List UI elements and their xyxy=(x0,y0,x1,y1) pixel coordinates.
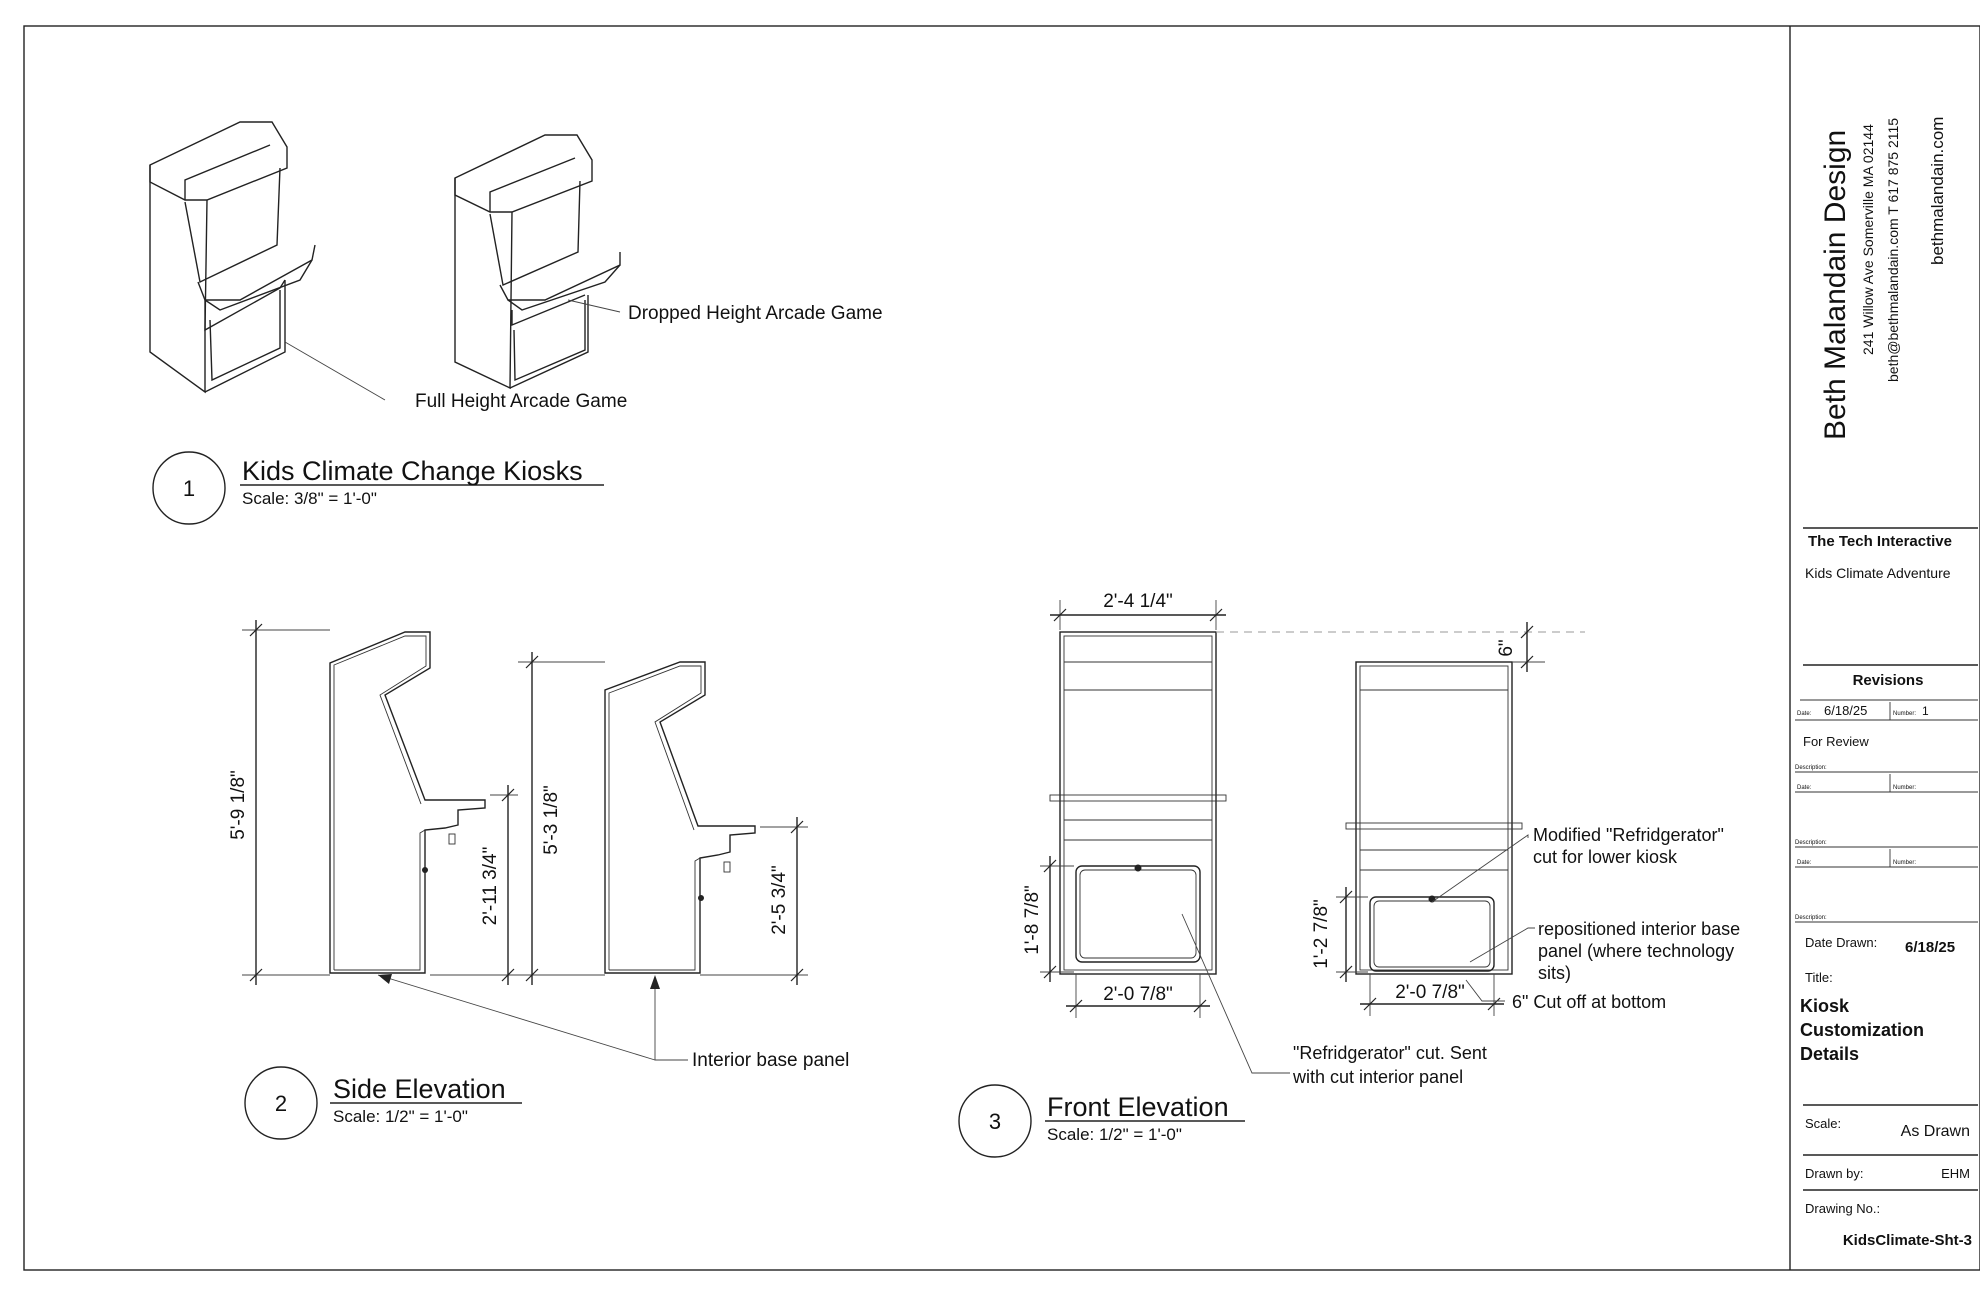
dim-side-dropped-height: 5'-3 1/8" xyxy=(541,785,562,855)
date-label-2: Date: xyxy=(1797,785,1812,791)
scale-value: As Drawn xyxy=(1901,1123,1970,1140)
rev-number-label: Number: xyxy=(1893,711,1916,717)
dim-front-dropped-panel-w: 2'-0 7/8" xyxy=(1395,982,1465,1003)
dim-front-full-panel-w: 2'-0 7/8" xyxy=(1103,984,1173,1005)
rev-description: For Review xyxy=(1803,734,1869,749)
callout-repositioned-2: panel (where technology xyxy=(1538,941,1734,961)
title-label: Title: xyxy=(1805,970,1833,985)
side-dimensions xyxy=(242,620,808,985)
number-label-2: Number: xyxy=(1893,785,1916,791)
callout-full-height: Full Height Arcade Game xyxy=(415,391,627,412)
desc-label-2: Description: xyxy=(1795,840,1827,846)
interior-base-leaders xyxy=(377,974,688,1061)
rev-date-label: Date: xyxy=(1797,711,1812,717)
drawn-by-label: Drawn by: xyxy=(1805,1166,1864,1181)
dropped-height-arcade-iso xyxy=(454,134,621,390)
dim-side-full-counter: 2'-11 3/4" xyxy=(480,847,501,926)
callout-dropped-height: Dropped Height Arcade Game xyxy=(628,303,883,324)
firm-address: 241 Willow Ave Somerville MA 02144 xyxy=(1860,124,1876,355)
front-elevation-full xyxy=(1049,631,1227,975)
callout-cut-off: 6" Cut off at bottom xyxy=(1512,992,1666,1012)
detail-bubble-1 xyxy=(152,451,226,525)
callout-repositioned-3: sits) xyxy=(1538,963,1571,983)
front-elevation-dropped xyxy=(1345,661,1523,975)
side-elevation-dropped xyxy=(604,661,756,974)
callout-refrig-cut-2: with cut interior panel xyxy=(1292,1067,1463,1087)
side-elevation-full xyxy=(329,631,486,974)
front-leaders xyxy=(1181,834,1535,1074)
date-drawn-label: Date Drawn: xyxy=(1805,935,1877,950)
firm-name: Beth Malandain Design xyxy=(1819,130,1852,440)
dim-front-dropped-panel-h: 1'-2 7/8" xyxy=(1311,899,1332,969)
dim-side-dropped-counter: 2'-5 3/4" xyxy=(769,865,790,935)
project-name: Kids Climate Adventure xyxy=(1805,565,1951,581)
drawn-by: EHM xyxy=(1941,1166,1970,1181)
detail-scale-3: Scale: 1/2" = 1'-0" xyxy=(1047,1125,1182,1144)
desc-label-3: Description: xyxy=(1795,915,1827,921)
firm-website: bethmalandain.com xyxy=(1928,117,1947,265)
desc-label-1: Description: xyxy=(1795,765,1827,771)
detail-title-1: Kids Climate Change Kiosks xyxy=(242,456,583,486)
detail-number-2: 2 xyxy=(275,1091,287,1116)
callout-modified-2: cut for lower kiosk xyxy=(1533,847,1678,867)
dim-front-offset: 6" xyxy=(1496,639,1517,656)
detail-scale-1: Scale: 3/8" = 1'-0" xyxy=(242,489,377,508)
sheet-border xyxy=(23,25,1980,1271)
rev-date: 6/18/25 xyxy=(1824,703,1867,718)
drawing-no-label: Drawing No.: xyxy=(1805,1201,1880,1216)
full-height-arcade-iso xyxy=(149,121,386,401)
sheet-title-2: Customization xyxy=(1800,1020,1924,1040)
callout-interior-base: Interior base panel xyxy=(692,1050,849,1071)
callout-refrig-cut-1: "Refridgerator" cut. Sent xyxy=(1293,1043,1487,1063)
number-label-3: Number: xyxy=(1893,860,1916,866)
dim-side-full-height: 5'-9 1/8" xyxy=(228,770,249,840)
detail-title-2: Side Elevation xyxy=(333,1074,506,1104)
detail-title-3: Front Elevation xyxy=(1047,1092,1229,1122)
front-dimensions xyxy=(1040,600,1585,1018)
callout-modified-1: Modified "Refridgerator" xyxy=(1533,825,1724,845)
client-name: The Tech Interactive xyxy=(1808,533,1952,550)
dim-front-full-panel-h: 1'-8 7/8" xyxy=(1022,885,1043,955)
sheet-title-3: Details xyxy=(1800,1044,1859,1064)
detail-bubble-2 xyxy=(244,1066,318,1140)
callout-repositioned-1: repositioned interior base xyxy=(1538,919,1740,939)
drawing-no: KidsClimate-Sht-3 xyxy=(1843,1232,1972,1249)
title-block-lines xyxy=(1795,527,1978,1191)
detail-scale-2: Scale: 1/2" = 1'-0" xyxy=(333,1107,468,1126)
revisions-heading: Revisions xyxy=(1853,672,1924,689)
sheet-title-1: Kiosk xyxy=(1800,996,1850,1016)
date-label-3: Date: xyxy=(1797,860,1812,866)
scale-label: Scale: xyxy=(1805,1116,1841,1131)
dim-front-width: 2'-4 1/4" xyxy=(1103,591,1173,612)
detail-number-3: 3 xyxy=(989,1109,1001,1134)
detail-number-1: 1 xyxy=(183,476,195,501)
detail-bubble-3 xyxy=(958,1084,1032,1158)
firm-contact: beth@bethmalandain.com T 617 875 2115 xyxy=(1885,118,1901,382)
date-drawn: 6/18/25 xyxy=(1905,939,1955,956)
rev-number: 1 xyxy=(1922,704,1929,718)
